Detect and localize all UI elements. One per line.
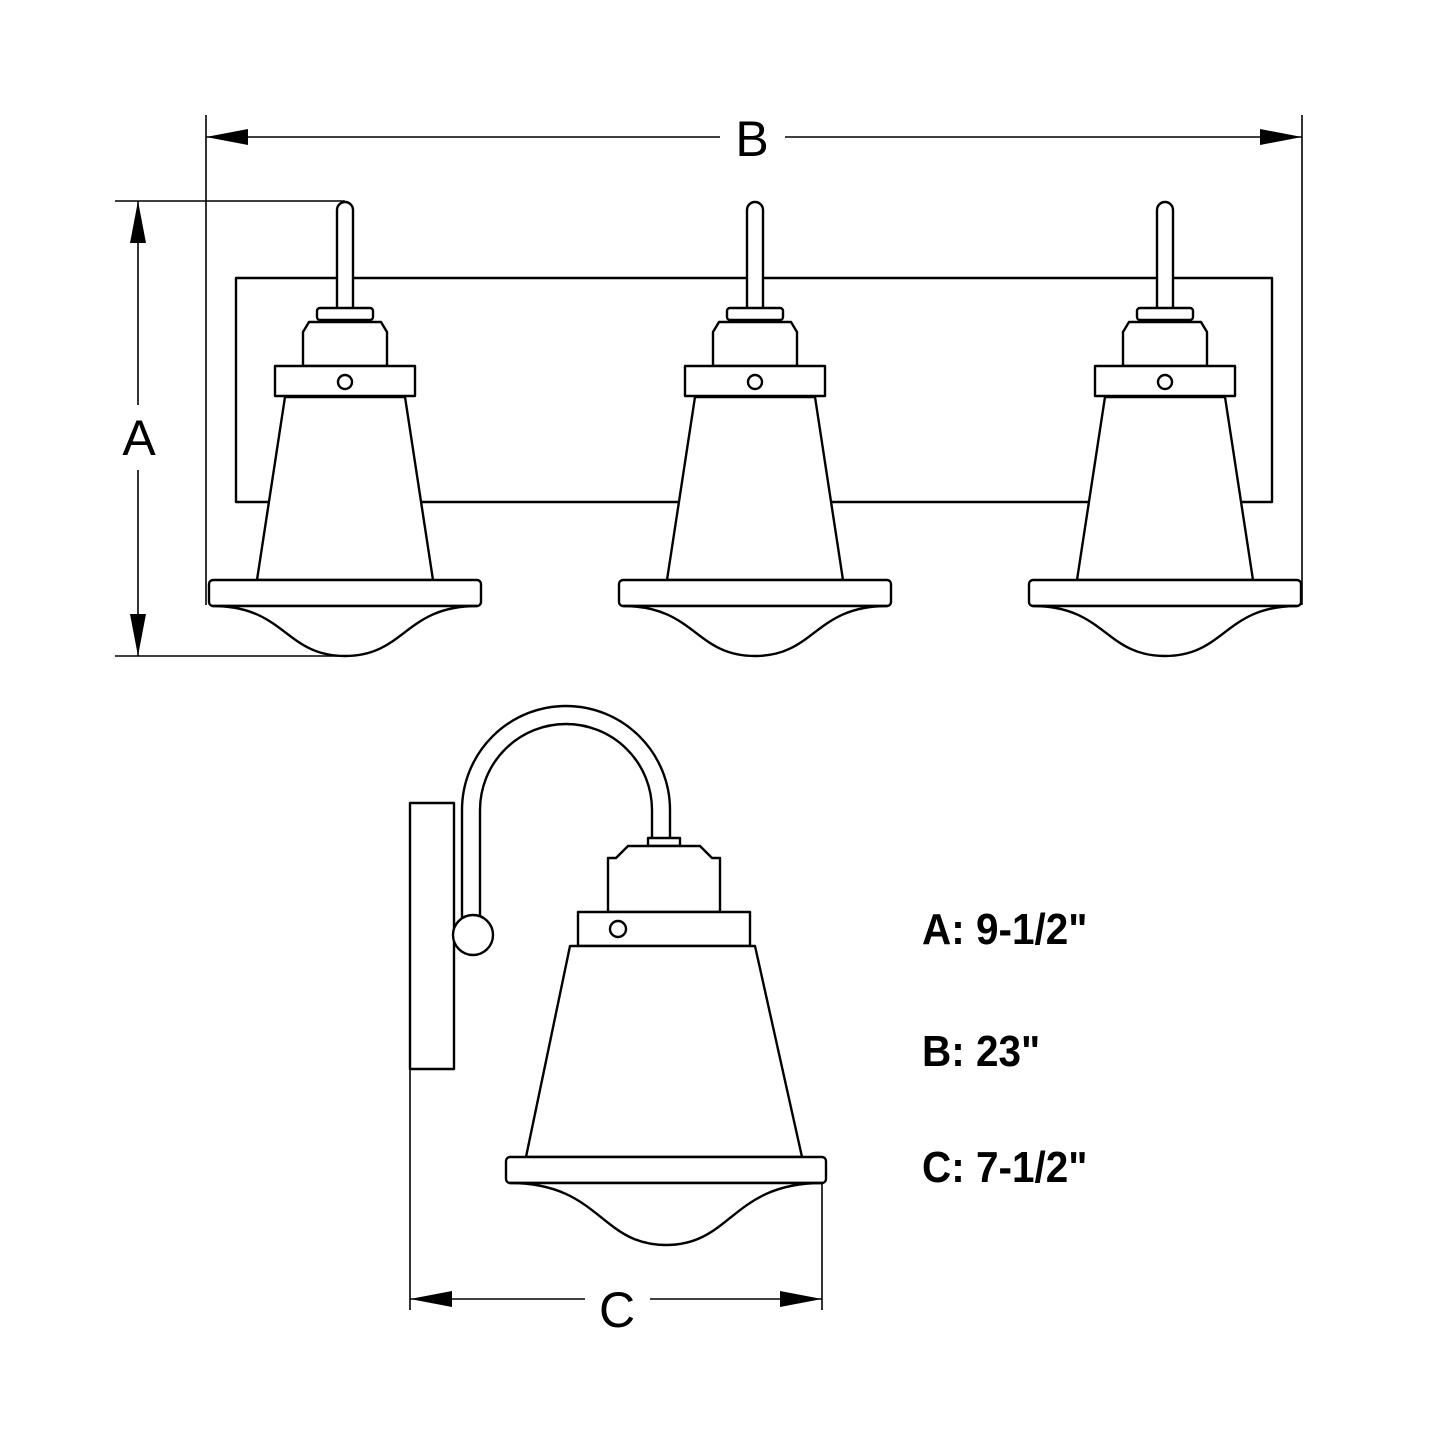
spec-a: A: 9-1/2" [922,905,1088,954]
shade-right [1027,200,1303,658]
dimension-c-label: C [599,1282,635,1338]
side-view [408,704,828,1247]
dimension-a: A [115,200,345,657]
spec-c: C: 7-1/2" [922,1143,1088,1192]
shade-left [207,200,483,658]
dimension-c: C [409,1069,823,1338]
dimension-b-label: B [735,111,768,167]
dimension-a-label: A [122,410,156,466]
spec-b: B: 23" [922,1027,1041,1076]
dimension-b: B [205,111,1303,605]
shade-center [617,200,893,658]
